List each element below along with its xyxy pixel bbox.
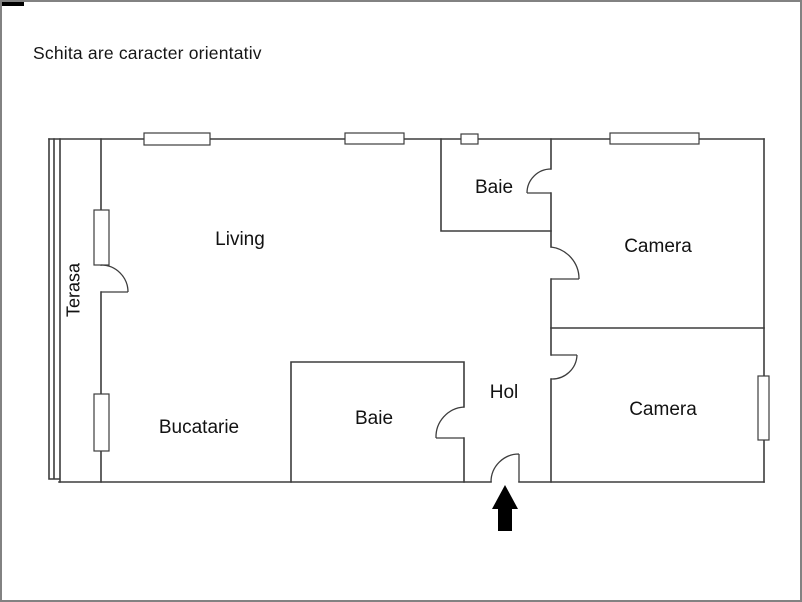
door-bedroom-top-icon [550, 246, 580, 280]
window-icon [344, 132, 405, 145]
room-label-camera-bottom: Camera [629, 399, 697, 420]
room-label-terasa: Terasa [63, 262, 84, 318]
window-icon [143, 132, 211, 146]
room-label-hol: Hol [489, 382, 519, 403]
room-label-living: Living [215, 229, 265, 250]
doors [100, 168, 580, 483]
window-icon [93, 393, 110, 452]
room-label-bucatarie: Bucatarie [158, 417, 240, 438]
window-icon [93, 209, 110, 266]
door-bathroom-bottom-icon [435, 406, 465, 439]
wall-terrace-glazing [48, 138, 61, 483]
window-icon [460, 133, 479, 145]
room-label-camera-top: Camera [624, 236, 692, 257]
corner-mark [2, 2, 24, 6]
windows [93, 132, 770, 452]
window-icon [757, 375, 770, 441]
room-label-baie-bottom: Baie [354, 408, 394, 429]
room-label-baie-top: Baie [474, 177, 514, 198]
wall-bathroom-bottom [290, 361, 465, 483]
page-title: Schita are caracter orientativ [33, 43, 262, 63]
door-bedroom-bottom-icon [550, 354, 578, 380]
entrance-arrow-icon [492, 485, 518, 531]
wall-bathroom-top [440, 138, 552, 232]
door-bathroom-top-icon [526, 168, 552, 194]
door-entrance-icon [490, 453, 520, 483]
walls [48, 138, 765, 483]
window-icon [609, 132, 700, 145]
door-terrace-icon [100, 264, 129, 293]
